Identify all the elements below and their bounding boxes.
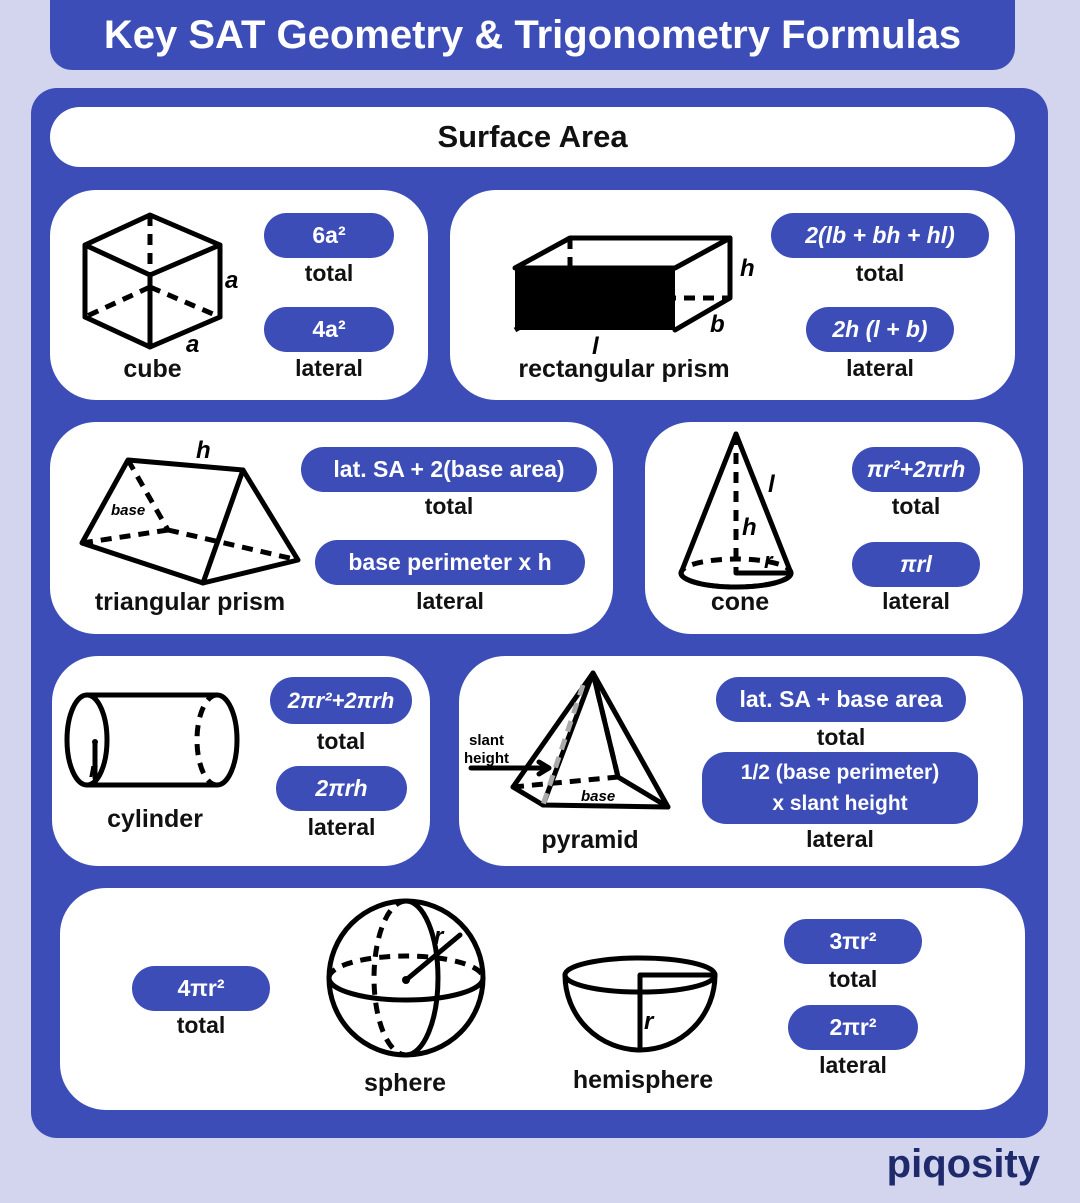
cube-total-formula: 6a² xyxy=(264,213,394,258)
svg-text:r: r xyxy=(89,760,98,782)
svg-text:b: b xyxy=(710,311,725,338)
pyramid-label: pyramid xyxy=(541,826,639,854)
hemisphere-total-label: total xyxy=(828,966,878,992)
brand-logo: piqosity xyxy=(886,1142,1040,1186)
triangular-prism-total-formula: lat. SA + 2(base area) xyxy=(301,447,597,492)
hemisphere-label: hemisphere xyxy=(572,1066,714,1094)
cube-lateral-label: lateral xyxy=(295,355,363,381)
cone-total-formula: πr²+2πrh xyxy=(852,447,980,492)
hemisphere-lateral-label: lateral xyxy=(819,1052,887,1078)
cube-lateral-formula: 4a² xyxy=(264,307,394,352)
svg-text:slant: slant xyxy=(469,732,504,749)
pyramid-lateral-formula-line1: 1/2 (base perimeter) xyxy=(740,761,940,784)
hemisphere-total-formula: 3πr² xyxy=(784,919,922,964)
svg-text:r: r xyxy=(644,1008,655,1035)
svg-text:h: h xyxy=(742,514,757,541)
cylinder-total-label: total xyxy=(316,728,366,754)
sphere-figure: r xyxy=(326,898,486,1058)
cylinder-label: cylinder xyxy=(107,805,203,833)
cone-lateral-label: lateral xyxy=(882,588,950,614)
sphere-total-formula: 4πr² xyxy=(132,966,270,1011)
svg-text:r: r xyxy=(434,923,445,950)
cone-lateral-formula: πrl xyxy=(852,542,980,587)
section-title: Surface Area xyxy=(50,107,1015,167)
svg-text:base: base xyxy=(111,502,145,519)
svg-text:h: h xyxy=(740,255,755,282)
cylinder-lateral-label: lateral xyxy=(307,814,376,840)
pyramid-lateral-label: lateral xyxy=(806,826,874,852)
svg-text:l: l xyxy=(592,333,600,360)
cylinder-lateral-formula: 2πrh xyxy=(276,766,407,811)
pyramid-lateral-formula: 1/2 (base perimeter) x slant height xyxy=(702,752,978,824)
cube-figure: a a xyxy=(82,212,238,358)
cube-label: cube xyxy=(123,355,182,383)
rectangular-prism-lateral-label: lateral xyxy=(846,355,914,381)
triangular-prism-lateral-formula: base perimeter x h xyxy=(315,540,585,585)
page-title: Key SAT Geometry & Trigonometry Formulas xyxy=(50,0,1015,70)
cone-label: cone xyxy=(710,588,770,616)
pyramid-total-formula: lat. SA + base area xyxy=(716,677,966,722)
cylinder-total-formula: 2πr²+2πrh xyxy=(270,677,412,724)
hemisphere-lateral-formula: 2πr² xyxy=(788,1005,918,1050)
sphere-total-label: total xyxy=(176,1012,226,1038)
triangular-prism-total-label: total xyxy=(424,493,474,519)
rectangular-prism-figure: h b l xyxy=(512,235,755,360)
rectangular-prism-lateral-formula: 2h (l + b) xyxy=(806,307,954,352)
pyramid-figure: base slant height xyxy=(464,670,671,810)
pyramid-total-label: total xyxy=(816,724,866,750)
cone-total-label: total xyxy=(891,493,941,519)
sphere-label: sphere xyxy=(364,1069,446,1097)
triangular-prism-lateral-label: lateral xyxy=(416,588,484,614)
hemisphere-figure: r xyxy=(562,955,718,1053)
triangular-prism-label: triangular prism xyxy=(94,588,286,616)
svg-text:l: l xyxy=(768,471,776,498)
cube-total-label: total xyxy=(304,260,354,286)
cylinder-figure: r xyxy=(64,692,240,788)
rectangular-prism-total-label: total xyxy=(855,260,905,286)
cone-figure: l h r xyxy=(678,431,794,590)
pyramid-lateral-formula-line2: x slant height xyxy=(772,792,908,815)
svg-text:r: r xyxy=(764,548,774,573)
svg-text:h: h xyxy=(196,437,211,464)
svg-text:base: base xyxy=(581,788,615,805)
svg-text:height: height xyxy=(464,750,509,767)
rectangular-prism-label: rectangular prism xyxy=(518,355,730,383)
svg-text:a: a xyxy=(186,331,199,358)
svg-text:a: a xyxy=(225,267,238,294)
rectangular-prism-total-formula: 2(lb + bh + hl) xyxy=(771,213,989,258)
triangular-prism-figure: h base xyxy=(79,437,301,586)
